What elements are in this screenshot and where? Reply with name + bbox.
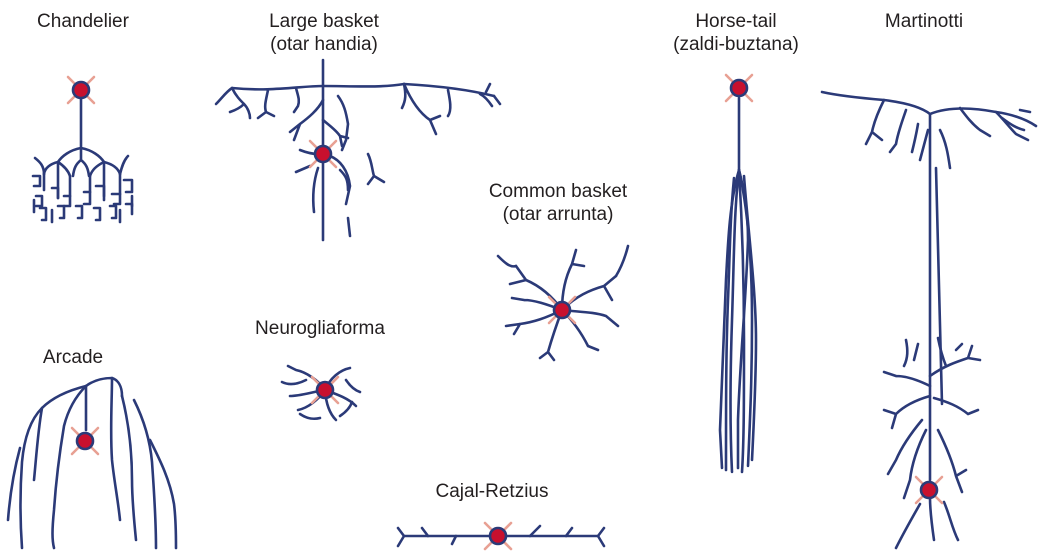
horse-tail-neuron (720, 98, 756, 472)
arcade-neuron (8, 378, 176, 548)
martinotti-soma (916, 477, 942, 503)
chandelier-neuron (33, 90, 132, 222)
arcade-soma (72, 428, 98, 454)
cajal-retzius-soma (485, 523, 511, 549)
neurogliaforma-soma (312, 377, 338, 403)
chandelier-soma (68, 77, 94, 103)
martinotti-neuron (822, 92, 1036, 548)
large-basket-neuron (216, 60, 500, 240)
common-basket-soma (549, 297, 575, 323)
large-basket-soma (310, 141, 336, 167)
horse-tail-soma (726, 75, 752, 101)
